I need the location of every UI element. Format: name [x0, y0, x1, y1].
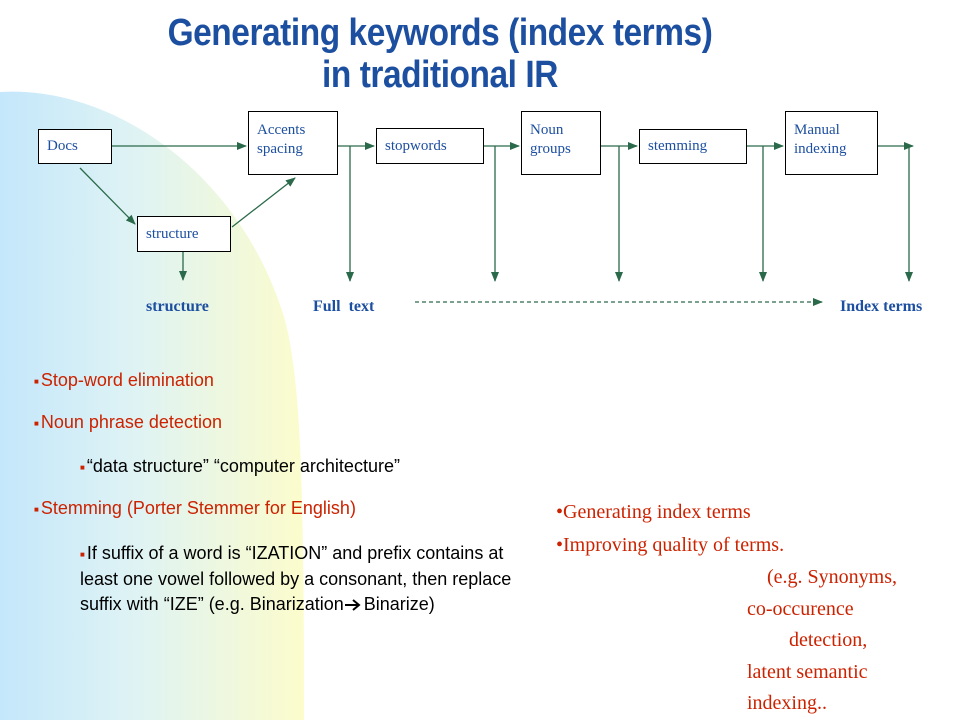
- structure-box: structure: [137, 216, 231, 252]
- docs-box-label: Docs: [47, 138, 78, 154]
- output-structure-label: structure: [146, 298, 209, 315]
- note-detection: detection,: [789, 629, 868, 651]
- noun-box-label-line1: Noun: [530, 122, 564, 138]
- bullet-porter-rule: ■If suffix of a word is “IZATION” and pr…: [80, 541, 520, 617]
- accents-box-label-line2: spacing: [257, 141, 303, 157]
- structure-box-label: structure: [146, 225, 199, 242]
- stopwords-box: stopwords: [376, 128, 484, 164]
- output-index-terms-label: Index terms: [840, 298, 923, 315]
- square-bullet-icon: ■: [34, 418, 39, 428]
- square-bullet-icon: ■: [80, 462, 85, 472]
- porter-rule-text: If suffix of a word is “IZATION” and pre…: [80, 543, 512, 614]
- bullet-stemming: ■Stemming (Porter Stemmer for English): [34, 498, 356, 519]
- arrow-docs-to-structure: [79, 167, 136, 225]
- note-indexing: indexing..: [747, 692, 827, 714]
- bullet-stopword-text: Stop-word elimination: [40, 370, 214, 390]
- square-bullet-icon: ■: [34, 376, 39, 386]
- output-full-text-label: Full text: [313, 298, 375, 315]
- bullet-noun-phrase: ■Noun phrase detection: [34, 412, 222, 433]
- note-eg-synonyms: (e.g. Synonyms,: [767, 566, 897, 588]
- right-arrow-icon: [344, 599, 361, 611]
- square-bullet-icon: ■: [34, 504, 39, 514]
- bullet-noun-example-text: “data structure” “computer architecture”: [86, 456, 400, 476]
- note-latent-semantic: latent semantic: [747, 661, 868, 683]
- bullet-stemming-text: Stemming (Porter Stemmer for English): [40, 498, 356, 518]
- arrow-structure-to-accents: [231, 177, 296, 228]
- accents-box-label-line1: Accents: [257, 122, 306, 138]
- note-generating-index-terms: •Generating index terms: [556, 501, 751, 523]
- accents-spacing-box: Accents spacing: [248, 111, 338, 175]
- page-title-line2: in traditional IR: [322, 54, 558, 96]
- manual-box-label-line2: indexing: [794, 141, 847, 157]
- docs-box: Docs: [38, 129, 112, 164]
- page-title-line1: Generating keywords (index terms): [167, 12, 713, 54]
- square-bullet-icon: ■: [80, 549, 85, 559]
- note-improving-quality: •Improving quality of terms.: [556, 534, 785, 556]
- noun-box-label-line2: groups: [530, 141, 571, 157]
- bullet-noun-example: ■“data structure” “computer architecture…: [80, 456, 400, 477]
- porter-rule-end-text: Binarize): [363, 593, 435, 614]
- manual-indexing-box: Manual indexing: [785, 111, 878, 175]
- stopwords-box-label: stopwords: [385, 137, 447, 154]
- bullet-stopword: ■Stop-word elimination: [34, 370, 214, 391]
- noun-groups-box: Noun groups: [521, 111, 601, 175]
- stemming-box: stemming: [639, 129, 747, 164]
- stemming-box-label: stemming: [648, 138, 708, 154]
- manual-box-label-line1: Manual: [794, 122, 840, 138]
- note-co-occurence: co-occurence: [747, 598, 854, 620]
- bullet-noun-phrase-text: Noun phrase detection: [40, 412, 222, 432]
